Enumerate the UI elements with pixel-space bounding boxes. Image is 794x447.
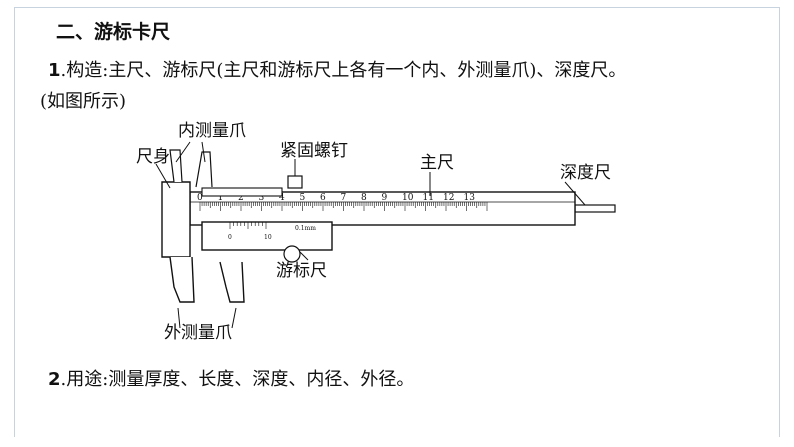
main-scale-number: 11: [423, 193, 434, 203]
depth-rod-shape: [574, 204, 616, 213]
outer-jaw-fixed: [169, 256, 195, 303]
main-scale-number: 6: [320, 193, 326, 203]
vernier-precision-label: 0.1mm: [295, 225, 316, 232]
outer-jaw-movable: [219, 261, 245, 303]
main-scale-number: 2: [238, 193, 244, 203]
inner-jaws-label: 内测量爪: [178, 121, 246, 141]
main-scale-number: 7: [341, 193, 347, 203]
vernier-number: 10: [264, 234, 272, 241]
frame-top-line: [14, 7, 780, 8]
vernier-number: 0: [228, 234, 232, 241]
point-1-text: .构造:主尺、游标尺(主尺和游标尺上各有一个内、外测量爪)、深度尺。: [60, 60, 627, 81]
main-scale-number: 12: [443, 193, 454, 203]
vernier-scale-ticks: 0 10: [228, 222, 272, 241]
vernier-slider-shape: [201, 221, 333, 251]
frame-right-line: [779, 7, 780, 437]
point-1-continuation: (如图所示): [40, 91, 127, 112]
main-scale-number: 10: [402, 193, 414, 203]
main-scale-number: 1: [218, 193, 224, 203]
lock-screw-label: 紧固螺钉: [280, 141, 348, 161]
slider-top-rail: [201, 187, 283, 197]
caliper-body-shape: [161, 181, 191, 258]
point-2: 2.用途:测量厚度、长度、深度、内径、外径。: [48, 366, 414, 394]
vernier-label: 游标尺: [276, 261, 327, 281]
main-scale-number: 0: [197, 193, 203, 203]
thumb-wheel-shape: [283, 245, 301, 263]
main-scale-shape: [189, 191, 576, 226]
frame-left-line: [14, 7, 15, 437]
section-title: 二、游标卡尺: [56, 21, 171, 43]
outer-jaws-label: 外测量爪: [164, 323, 232, 343]
main-scale-number: 5: [300, 193, 306, 203]
main-scale-label: 主尺: [420, 153, 454, 173]
inner-jaw-movable: [195, 151, 213, 188]
point-2-text: .用途:测量厚度、长度、深度、内径、外径。: [60, 369, 415, 390]
main-scale-number: 8: [361, 193, 367, 203]
point-1-number: 1: [48, 60, 61, 81]
point-2-number: 2: [48, 369, 61, 390]
main-scale-number: 4: [279, 193, 285, 203]
main-scale-number: 13: [464, 193, 476, 203]
lock-screw-shape: [287, 175, 303, 189]
point-1: 1.构造:主尺、游标尺(主尺和游标尺上各有一个内、外测量爪)、深度尺。: [48, 57, 626, 85]
body-label: 尺身: [136, 147, 170, 167]
main-scale-number: 9: [382, 193, 388, 203]
depth-rod-label: 深度尺: [560, 163, 611, 183]
inner-jaw-fixed: [169, 149, 183, 183]
main-scale-number: 3: [259, 193, 265, 203]
